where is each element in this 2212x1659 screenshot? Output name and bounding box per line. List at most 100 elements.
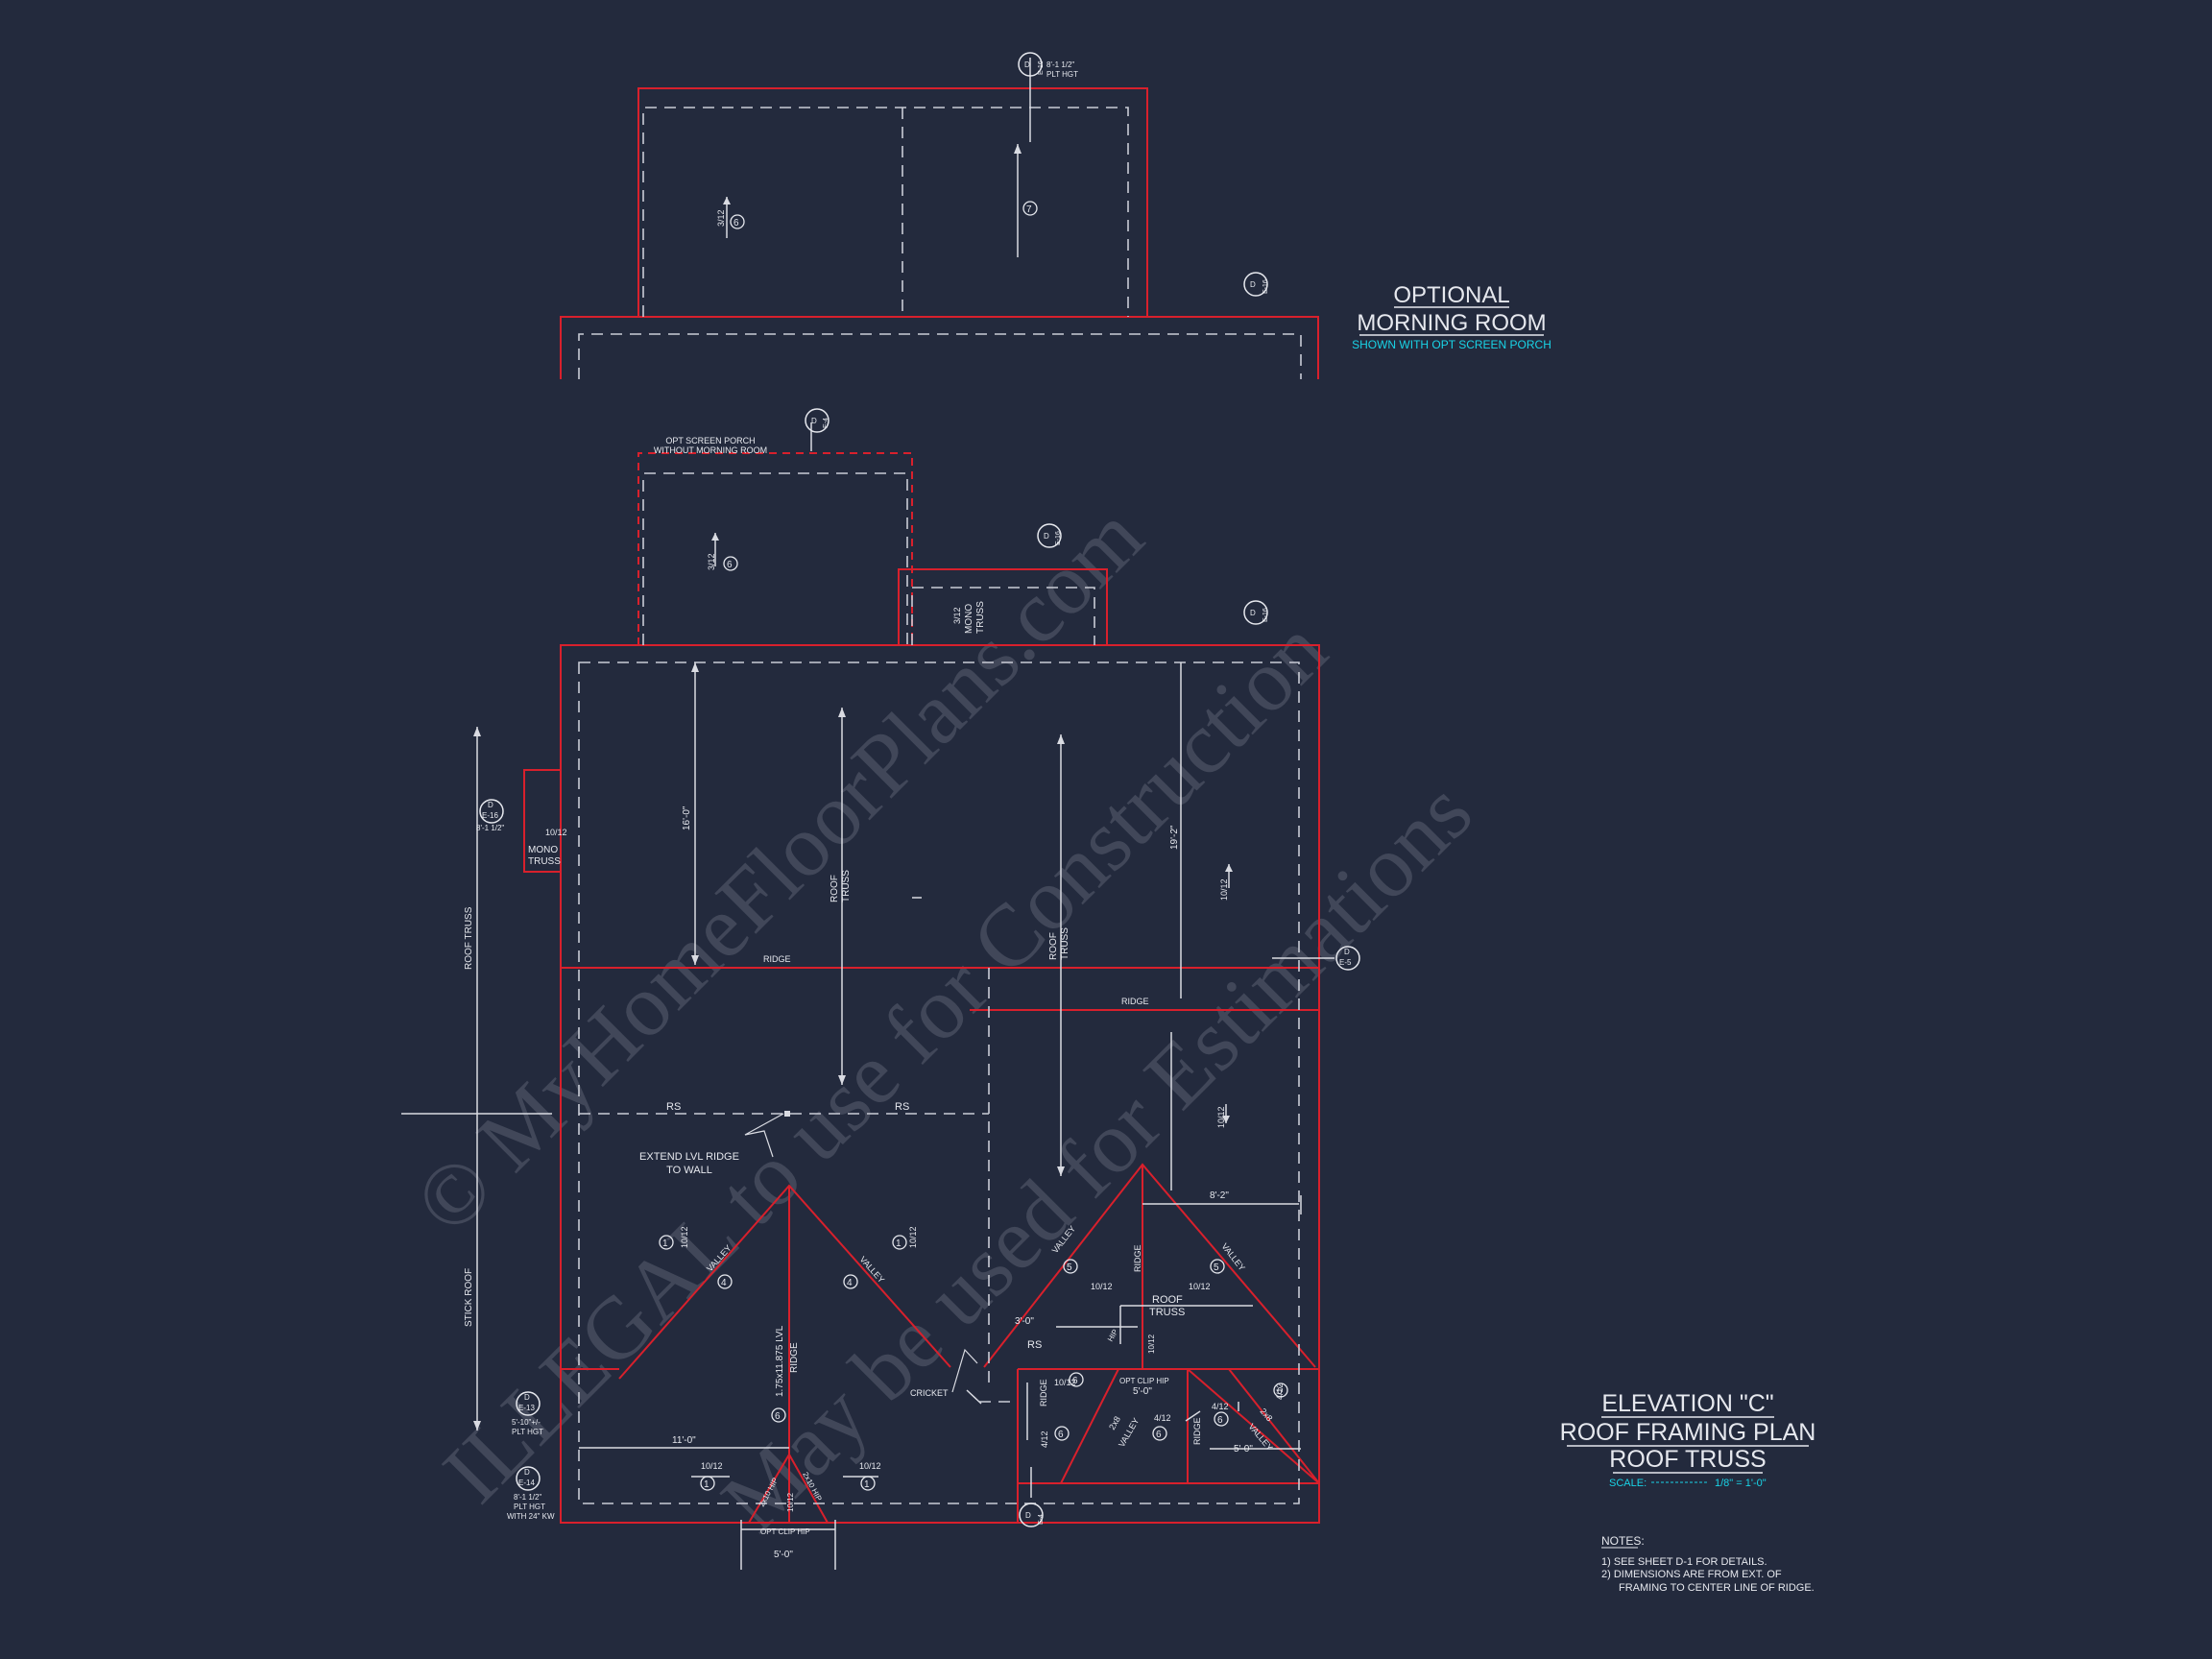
truss-1-a: 1 [662,1238,668,1249]
dim-11: 11'-0" [672,1435,696,1446]
bubble-d-4: D [1044,532,1049,541]
bubble-e16-1: E-16 [1038,60,1045,75]
truss-6-g: 6 [1217,1415,1223,1426]
pitch-10-a: 10/12 [545,828,567,837]
scale-label: SCALE: [1609,1478,1647,1489]
extend-label-2: TO WALL [666,1165,712,1176]
lvl-label-2: RIDGE [789,1342,800,1373]
truss-label-a: TRUSS [975,601,986,634]
bubble-d-1: D [1024,60,1030,69]
pitch-10-b: 10/12 [1219,878,1229,901]
bubble-e4-1: E-4 [823,418,830,428]
roof-truss-label: ROOF TRUSS [464,906,474,970]
truss-label-b: TRUSS [528,856,561,867]
dim-5-c: 5'-0" [774,1550,793,1560]
pitch-10-d: 10/12 [680,1226,689,1248]
detail-bubble-text: D E-16 8'-1 1/2" PLT HGT D E-16 D E-4 D … [476,60,1352,1525]
plt-hgt-value-1: 8'-1 1/2" [1046,60,1074,69]
hip-label-a: HIP [1106,1328,1119,1343]
dim-16: 16'-0" [682,805,692,830]
dim-5-b: 5'-0" [1234,1444,1253,1455]
dim-19: 19'-2" [1169,825,1180,850]
truss-label-c: TRUSS [841,870,852,902]
bubble-d-5: D [1250,609,1256,617]
optional-title-1: OPTIONAL [1393,282,1509,308]
ridge-label-c: RIDGE [1133,1244,1142,1272]
pitch-10-j: 10/12 [701,1461,723,1471]
pitch-10-l: 10/12 [786,1492,795,1512]
plt-hgt-label-3: PLT HGT [512,1428,543,1436]
note-1: 1) SEE SHEET D-1 FOR DETAILS. [1601,1556,1767,1568]
pitch-10-h: 10/12 [1147,1334,1156,1354]
truss-5-b: 5 [1214,1262,1219,1273]
ridge-label-b: RIDGE [1121,997,1149,1006]
lvl-label-1: 1.75x11.875 LVL [775,1325,785,1397]
plt-hgt-value-2: 8'-1 1/2" [476,824,504,832]
truss-1-b: 1 [896,1238,902,1249]
arrow-heads [473,144,1233,1431]
rs-label-c: RS [1027,1339,1042,1351]
pitch-10-k: 10/12 [859,1461,881,1471]
roof-label-b: ROOF [1048,932,1059,960]
bubble-d-6: D [488,801,493,809]
cricket-leader [951,1348,978,1393]
truss-6-f: 6 [1156,1430,1162,1440]
pitch-10-f: 10/12 [1091,1282,1113,1291]
title-block: ELEVATION "C" ROOF FRAMING PLAN ROOF TRU… [1560,1390,1816,1489]
bubble-e16-3: E-16 [1055,531,1062,545]
framing-dashes [578,107,1302,1504]
ridge-label-a: RIDGE [763,954,791,964]
truss-1-c: 1 [704,1479,709,1490]
bubble-d-7: D [1344,948,1350,956]
cricket-label: CRICKET [910,1388,949,1398]
porch-outline [637,452,913,645]
optional-subtitle: SHOWN WITH OPT SCREEN PORCH [1352,338,1551,351]
truss-5-a: 5 [1067,1262,1072,1273]
pitch-4-d: 4/12 [1275,1382,1285,1400]
opt-clip-hip-b: OPT CLIP HIP [760,1527,810,1536]
porch-label-2: WITHOUT MORNING ROOM [654,445,767,455]
plt-hgt-label-1: PLT HGT [1046,70,1078,79]
pitch-3-b: 3/12 [707,553,716,570]
mono-label-b: MONO [528,845,558,855]
pitch-10-e: 10/12 [908,1226,918,1248]
bubble-d-3: D [811,417,817,425]
dim-5-a: 5'-0" [1133,1386,1152,1397]
truss-6-e: 6 [1058,1430,1064,1440]
dim-8: 8'-2" [1210,1190,1229,1201]
note-3: FRAMING TO CENTER LINE OF RIDGE. [1619,1582,1815,1594]
truss-4-a: 4 [721,1278,727,1288]
two-x-eight-a: 2x8 [1107,1414,1122,1431]
ridge-point [784,1111,790,1117]
pitch-10-c: 10/12 [1216,1106,1226,1128]
with-kw-label: WITH 24" KW [507,1512,555,1521]
optional-room-label: OPTIONAL MORNING ROOM SHOWN WITH OPT SCR… [1352,282,1551,351]
bubble-e5: E-5 [1339,958,1352,967]
bubble-e13: E-13 [518,1404,535,1412]
truss-markers [659,201,1288,1491]
scale-value: 1/8" = 1'-0" [1715,1478,1767,1489]
plt-hgt-label-4: PLT HGT [514,1503,545,1511]
bubble-e16-5: E-16 [482,811,498,820]
truss-label-d: TRUSS [1060,927,1070,960]
truss-7: 7 [1026,204,1032,215]
leader-line [744,1113,784,1158]
title-plan: ROOF FRAMING PLAN [1560,1419,1816,1446]
pitch-4-a: 4/12 [1040,1431,1049,1448]
pitch-3-a: 3/12 [716,209,726,227]
truss-6-a: 6 [733,218,739,228]
ridge-label-e: RIDGE [1192,1417,1202,1445]
roof-label-c: ROOF [1152,1294,1183,1306]
dim-3: 3'-0" [1015,1316,1034,1327]
bubble-d-2: D [1250,280,1256,289]
framing-labels: 3/12 3/12 3/12 MONO TRUSS 10/12 MONO TRU… [464,209,1285,1560]
rs-label-b: RS [895,1101,909,1113]
rs-label-a: RS [666,1101,681,1113]
stick-roof-label: STICK ROOF [464,1268,474,1327]
truss-6-c: 6 [775,1411,781,1422]
notes-block: NOTES: 1) SEE SHEET D-1 FOR DETAILS. 2) … [1601,1534,1815,1594]
pitch-10-g: 10/12 [1189,1282,1211,1291]
bubble-d-8: D [524,1393,530,1402]
